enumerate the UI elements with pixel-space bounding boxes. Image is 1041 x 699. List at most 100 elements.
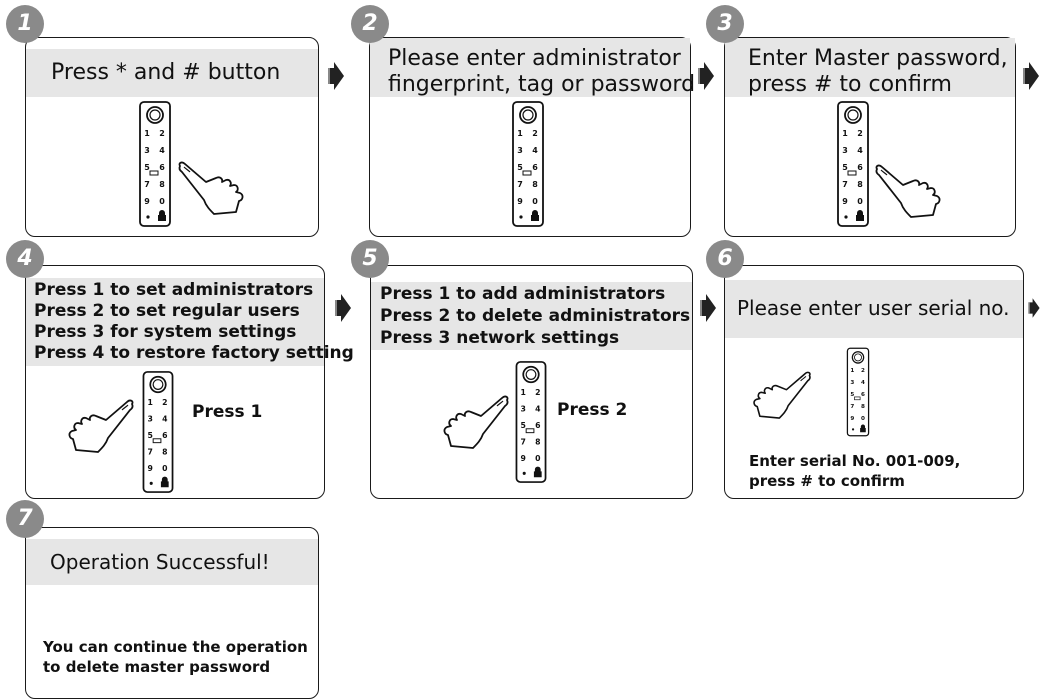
keypad-key: 3 (144, 146, 150, 155)
step-5-note: Press 2 (557, 400, 628, 420)
step-2-line-2: fingerprint, tag or password (388, 72, 696, 97)
keypad-key: 8 (162, 447, 167, 456)
step-5-line-3: Press 3 network settings (380, 328, 620, 348)
keypad-key: 3 (842, 146, 848, 155)
keypad-key: 5 (144, 163, 150, 172)
step-7-panel: Operation Successful! You can continue t… (25, 527, 319, 699)
step-6-badge: 6 (706, 240, 744, 278)
keypad-key: 2 (162, 398, 167, 407)
step-3-badge: 3 (706, 5, 744, 43)
keypad-key: 9 (144, 197, 150, 206)
step-5-panel: Press 1 to add administrators Press 2 to… (370, 265, 693, 499)
keypad-key: 1 (521, 388, 526, 397)
step-6-header (725, 280, 1023, 338)
keypad-key: 8 (159, 180, 165, 189)
keypad-key: 5 (850, 392, 854, 398)
keypad-key: 0 (159, 197, 165, 206)
keypad-key: 6 (861, 392, 865, 398)
keypad-key: 7 (148, 447, 153, 456)
step-7-extra-2: to delete master password (43, 658, 271, 676)
arrow-right-icon (1023, 62, 1039, 90)
keypad-key: 4 (162, 414, 168, 423)
step-6-extra-1: Enter serial No. 001-009, (749, 452, 961, 470)
step-3-line-1: Enter Master password, (748, 46, 1008, 71)
step-1-badge: 1 (6, 5, 44, 43)
keypad-key: 0 (532, 197, 538, 206)
keypad-key: 0 (861, 416, 865, 422)
step-5-line-1: Press 1 to add administrators (380, 284, 666, 304)
step-6-title: Please enter user serial no. (737, 296, 1010, 320)
step-4-line-1: Press 1 to set administrators (34, 280, 314, 300)
step-3-header (725, 38, 1015, 97)
keypad-key: 5 (521, 421, 526, 430)
step-5-header (371, 282, 692, 350)
pointing-hand-icon (753, 371, 811, 419)
step-4-badge: 4 (6, 240, 44, 278)
arrow-right-icon (1028, 298, 1040, 318)
keypad-key: 9 (850, 416, 854, 422)
keypad-key: 4 (535, 404, 541, 413)
step-5-line-2: Press 2 to delete administrators (380, 306, 691, 326)
keypad-key: 3 (521, 404, 526, 413)
keypad-key: 4 (857, 146, 863, 155)
keypad-key: 9 (521, 454, 526, 463)
keypad-key: 9 (148, 464, 153, 473)
arrow-right-icon (698, 62, 714, 90)
keypad-key: 2 (535, 388, 540, 397)
step-4-panel: Press 1 to set administrators Press 2 to… (25, 265, 354, 499)
keypad-key: 0 (535, 454, 541, 463)
keypad-key: 1 (517, 129, 523, 138)
keypad-key: 2 (857, 129, 863, 138)
pointing-hand-icon (68, 399, 134, 453)
keypad-key: 1 (148, 398, 153, 407)
step-4-note: Press 1 (192, 402, 263, 422)
keypad-key: 8 (861, 404, 865, 410)
keypad-key: 9 (517, 197, 523, 206)
step-3-panel: Enter Master password, press # to confir… (724, 37, 1016, 237)
keypad-key: 1 (144, 129, 150, 138)
keypad-key: 0 (857, 197, 863, 206)
keypad-key: 2 (159, 129, 165, 138)
step-1-title: Press * and # button (51, 60, 281, 85)
step-7-extra-1: You can continue the operation (43, 638, 308, 656)
pointing-hand-icon (875, 164, 941, 218)
keypad-key: 2 (861, 368, 865, 374)
keypad-key: 5 (148, 431, 153, 440)
keypad-key: 3 (517, 146, 523, 155)
arrow-right-icon (328, 62, 344, 90)
step-7-title: Operation Successful! (50, 550, 270, 574)
step-4-header (26, 278, 324, 366)
step-7-header (26, 539, 318, 585)
keypad-key: 7 (521, 437, 526, 446)
step-4-line-2: Press 2 to set regular users (34, 301, 300, 321)
keypad-key: 6 (532, 163, 538, 172)
keypad-key: 3 (148, 414, 153, 423)
step-1-header (26, 49, 318, 97)
keypad-key: 4 (159, 146, 165, 155)
keypad-key: 8 (535, 437, 540, 446)
keypad-key: 5 (842, 163, 848, 172)
keypad-key: 7 (144, 180, 150, 189)
keypad-key: 7 (517, 180, 523, 189)
step-5-badge: 5 (351, 240, 389, 278)
step-3-line-2: press # to confirm (748, 72, 952, 97)
step-2-header (370, 38, 690, 97)
step-2-panel: Please enter administrator fingerprint, … (369, 37, 695, 237)
step-4-line-3: Press 3 for system settings (34, 322, 297, 342)
keypad-key: 8 (532, 180, 538, 189)
keypad-key: 8 (857, 180, 863, 189)
keypad-key: 6 (535, 421, 540, 430)
keypad-key: 7 (850, 404, 854, 410)
keypad-key: 1 (842, 129, 848, 138)
keypad-key: 1 (850, 368, 854, 374)
step-2-line-1: Please enter administrator (388, 46, 681, 71)
pointing-hand-icon (178, 161, 244, 215)
